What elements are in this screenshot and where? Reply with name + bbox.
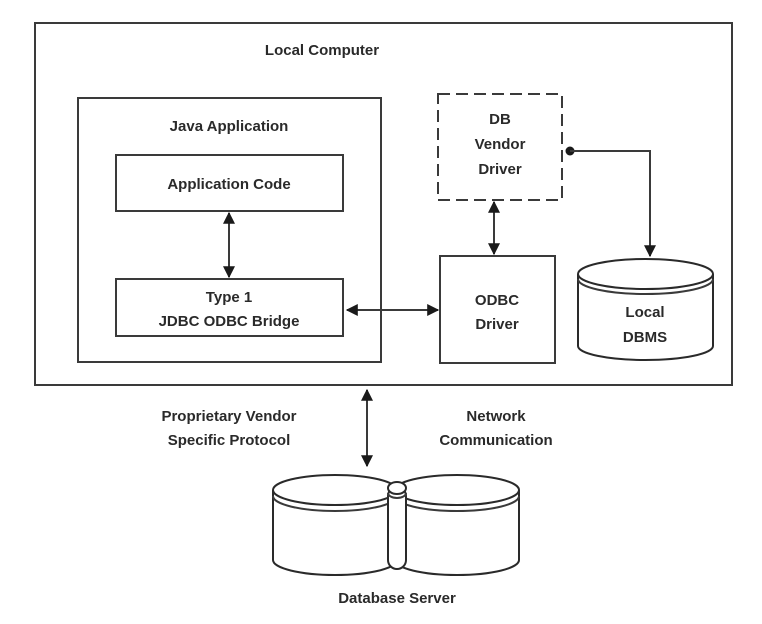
network-label-line1: Network bbox=[466, 408, 526, 425]
bridge-label-line2: JDBC ODBC Bridge bbox=[159, 313, 300, 330]
java-application-label: Java Application bbox=[170, 118, 289, 135]
odbc-driver-box bbox=[439, 255, 556, 364]
database-server-cylinders bbox=[272, 474, 520, 576]
local-dbms-label-line2: DBMS bbox=[623, 329, 667, 346]
protocol-label-line1: Proprietary Vendor bbox=[161, 408, 296, 425]
local-dbms-label-line1: Local bbox=[625, 304, 664, 321]
db-vendor-label-line3: Driver bbox=[478, 161, 522, 178]
arrow-vendor-localdbms bbox=[570, 150, 656, 258]
local-computer-label: Local Computer bbox=[265, 42, 379, 59]
db-vendor-label-line1: DB bbox=[489, 111, 511, 128]
database-server-label: Database Server bbox=[338, 590, 456, 607]
bridge-label-line1: Type 1 bbox=[206, 289, 252, 306]
application-code-label: Application Code bbox=[167, 176, 290, 193]
local-dbms-cylinder bbox=[577, 258, 714, 361]
application-code-box bbox=[115, 154, 344, 212]
network-label-line2: Communication bbox=[439, 432, 552, 449]
jdbc-odbc-bridge-box bbox=[115, 278, 344, 337]
db-vendor-label-line2: Vendor bbox=[475, 136, 526, 153]
protocol-label-line2: Specific Protocol bbox=[168, 432, 291, 449]
db-vendor-driver-box bbox=[437, 93, 563, 201]
odbc-driver-label-line2: Driver bbox=[475, 316, 519, 333]
odbc-driver-label-line1: ODBC bbox=[475, 292, 519, 309]
